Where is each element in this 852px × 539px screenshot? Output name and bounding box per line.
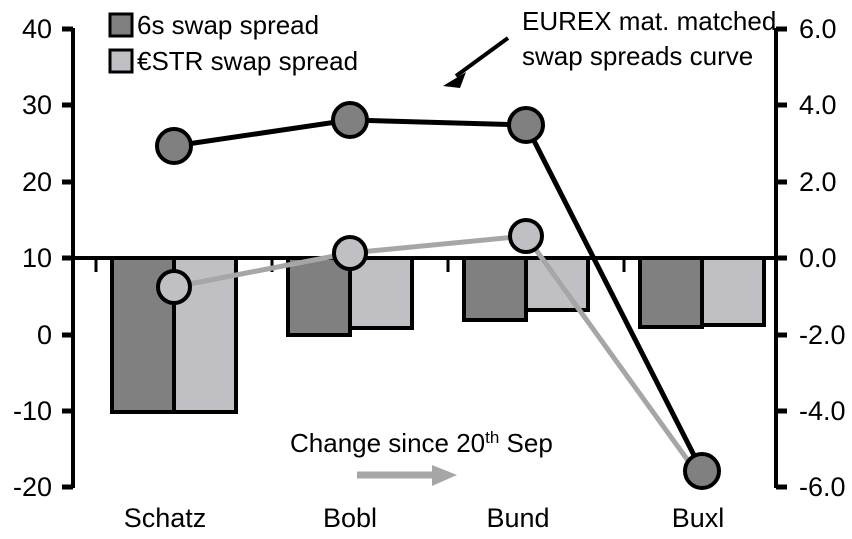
legend-label-6s: 6s swap spread (137, 10, 319, 40)
legend-label-estr: €STR swap spread (137, 46, 358, 76)
right-axis-label-4: -2.0 (799, 320, 846, 350)
right-axis-labels: 6.0 4.0 2.0 0.0 -2.0 -4.0 -6.0 (799, 14, 846, 502)
bar-buxl-estr (700, 256, 766, 327)
left-axis-label-2: 20 (22, 167, 52, 197)
eurex-callout-line2: swap spreads curve (522, 41, 753, 71)
legend-swatch-estr (108, 48, 134, 74)
right-axis-label-6: -6.0 (799, 472, 846, 502)
right-axis-ticks (776, 26, 787, 490)
bar-bobl-6s (286, 256, 352, 337)
eurex-marker-buxl (683, 452, 721, 490)
left-axis-ticks (62, 26, 73, 490)
category-label-bobl: Bobl (323, 503, 377, 533)
change-since-ordinal: th (485, 428, 499, 447)
category-labels: Schatz Bobl Bund Buxl (124, 503, 725, 533)
change-since-tail: Sep (499, 428, 553, 458)
right-axis-label-0: 6.0 (799, 14, 837, 44)
change-since-label: Change since 20th Sep (290, 428, 553, 458)
eurex-marker-bobl (331, 101, 369, 139)
left-axis-label-0: 40 (22, 14, 52, 44)
callout-arrow-head-icon (443, 72, 466, 88)
eurex-marker-bund (507, 106, 545, 144)
eurex-marker-schatz (155, 127, 193, 165)
left-axis-labels: 40 30 20 10 0 -10 -20 (13, 14, 52, 502)
eurex-callout-line1: EUREX mat. matched (522, 6, 776, 36)
bar-bund-estr (524, 256, 590, 312)
bar-bobl-estr (348, 256, 414, 330)
bar-group-bobl (286, 256, 414, 337)
eurex-curve-path (173, 117, 705, 473)
left-axis-label-3: 10 (22, 243, 52, 273)
category-label-buxl: Buxl (672, 503, 725, 533)
eurex-spread-curve (155, 101, 721, 490)
eurex-callout-annotation: EUREX mat. matched swap spreads curve (443, 6, 776, 88)
right-axis-label-5: -4.0 (799, 396, 846, 426)
left-axis-label-4: 0 (37, 320, 52, 350)
change-arrow-head-icon (432, 465, 457, 486)
right-axis-label-3: 0.0 (799, 243, 837, 273)
bar-bund-6s (462, 256, 528, 322)
estr-marker-schatz (156, 269, 192, 305)
estr-marker-bund (508, 218, 544, 254)
category-label-bund: Bund (486, 503, 549, 533)
change-since-annotation: Change since 20th Sep (290, 428, 553, 486)
left-axis-label-6: -20 (13, 472, 52, 502)
estr-marker-bobl (332, 235, 368, 271)
estr-curve-path (173, 233, 705, 482)
chart-legend: 6s swap spread €STR swap spread (108, 10, 358, 76)
bar-group-buxl (638, 256, 766, 329)
change-since-main: Change since 20 (290, 428, 485, 458)
right-axis-label-1: 4.0 (799, 90, 837, 120)
legend-swatch-6s (108, 12, 134, 38)
callout-arrow-shaft (454, 36, 510, 78)
right-axis-label-2: 2.0 (799, 167, 837, 197)
bar-buxl-6s (638, 256, 704, 329)
estr-spread-curve (156, 218, 705, 482)
bar-group-bund (462, 256, 590, 322)
left-axis-label-1: 30 (22, 90, 52, 120)
left-axis-label-5: -10 (13, 396, 52, 426)
category-label-schatz: Schatz (124, 503, 207, 533)
